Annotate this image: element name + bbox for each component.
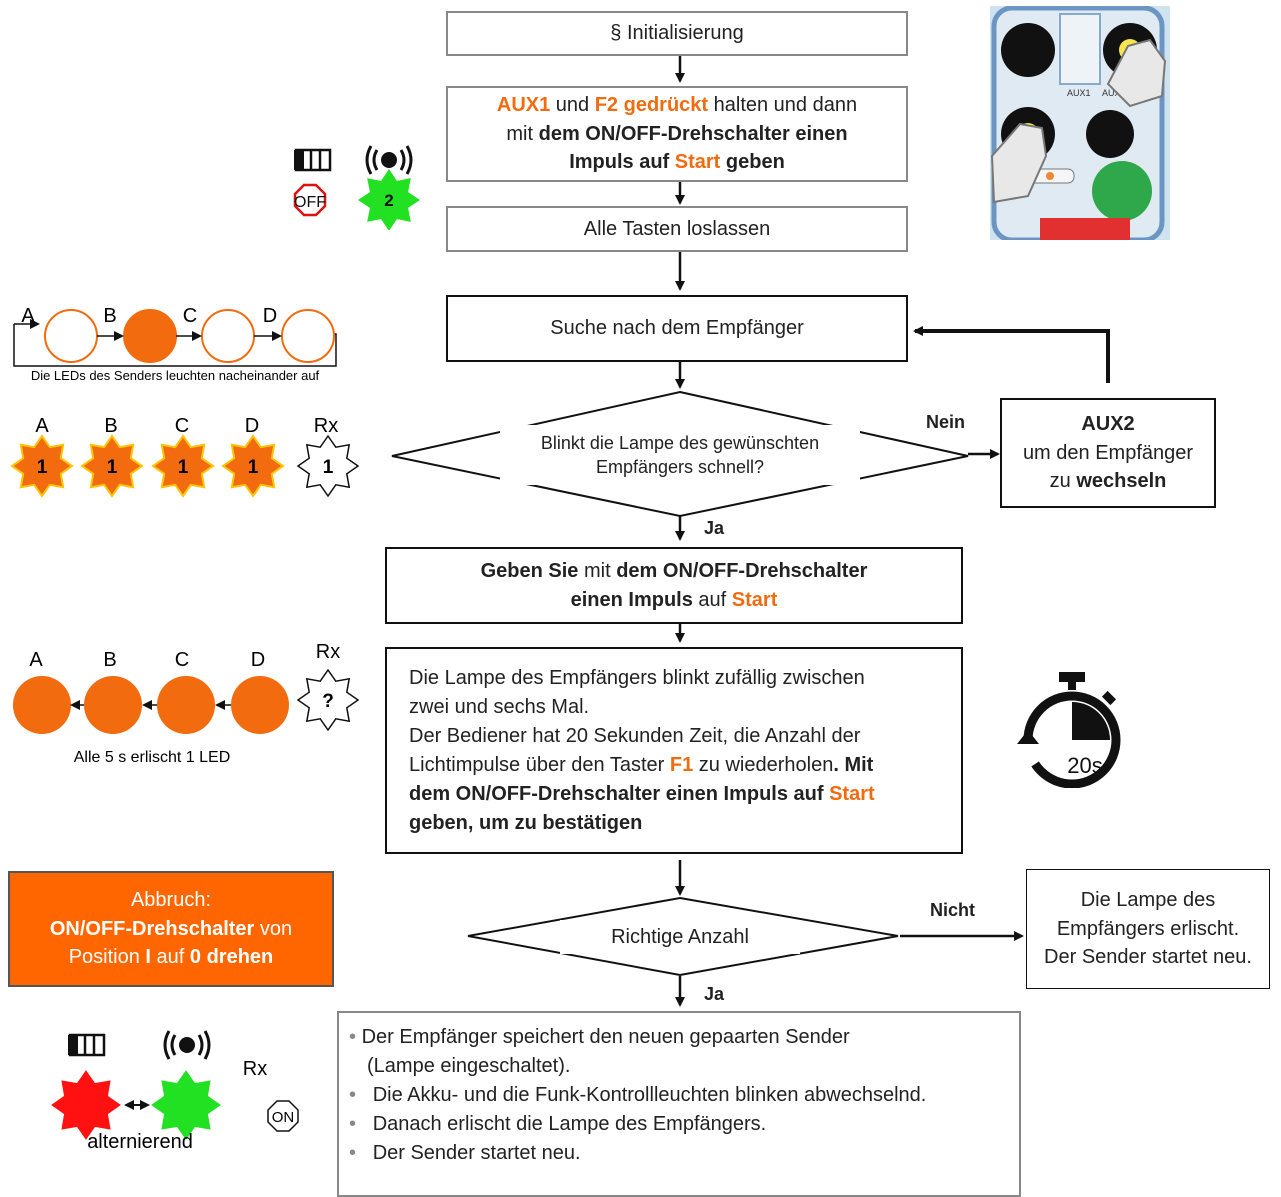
indicator-top: OFF 2 [293, 145, 420, 230]
star-b-icon [80, 434, 144, 498]
led-b [123, 309, 177, 363]
radio-icon-bottom [163, 1030, 211, 1060]
led-a [44, 309, 98, 363]
svg-text:2: 2 [384, 191, 393, 210]
svg-text:1: 1 [107, 457, 118, 478]
svg-text:alternierend: alternierend [87, 1131, 193, 1153]
step-release-label: Alle Tasten loslassen [583, 217, 771, 240]
star-d-icon [221, 434, 285, 498]
transmitter-photo: AUX1 AUX2 [990, 6, 1170, 240]
final-item-1: • Der Empfänger speichert den neuen gepa… [349, 1026, 850, 1048]
final-item-4: • Der Sender startet neu. [349, 1142, 581, 1164]
red-star-icon [51, 1070, 121, 1140]
led-blink-row: A B C D Rx 1 1 1 1 1 [10, 415, 360, 498]
final-item-1-cont: (Lampe eingeschaltet). [367, 1055, 571, 1077]
step-search-receiver: Suche nach dem Empfänger [446, 295, 908, 362]
svg-text:Rx: Rx [314, 415, 338, 437]
svg-text:B: B [104, 415, 117, 437]
green-star-bottom-icon [151, 1070, 221, 1140]
led-c [201, 309, 255, 363]
svg-text:Rx: Rx [243, 1058, 267, 1080]
svg-text:A: A [21, 305, 35, 327]
svg-text:AUX2: AUX2 [1102, 88, 1126, 98]
green-star-icon: 2 [358, 169, 420, 230]
step-hold-buttons: AUX1 und F2 gedrückt halten und dann mit… [446, 86, 908, 182]
edge-label-ja-2: Ja [704, 984, 725, 1004]
step-give-impulse: Geben Sie mit dem ON/OFF-Drehschalter ei… [385, 547, 963, 624]
step-repeat-count: Die Lampe des Empfängers blinkt zufällig… [385, 647, 963, 854]
hand-icon-left [990, 122, 1048, 204]
svg-text:Rx: Rx [316, 641, 340, 663]
final-item-2: • Die Akku- und die Funk-Kontrollleuchte… [349, 1084, 927, 1106]
svg-text:1: 1 [37, 457, 48, 478]
led-count-c [157, 676, 215, 734]
svg-text:D: D [251, 649, 265, 671]
step-initialization-label: § Initialisierung [610, 22, 744, 45]
off-octagon-icon: OFF [293, 183, 327, 217]
led-d [281, 309, 335, 363]
hand-icon-right [1106, 38, 1167, 108]
indicator-bottom: alternierend Rx ON [51, 1030, 299, 1153]
svg-text:1: 1 [323, 457, 334, 478]
svg-text:D: D [263, 305, 277, 327]
step-initialization: § Initialisierung [446, 11, 908, 56]
svg-text:?: ? [322, 691, 334, 712]
step-release-buttons: Alle Tasten loslassen [446, 206, 908, 252]
step-final-result: • Der Empfänger speichert den neuen gepa… [337, 1011, 1021, 1197]
svg-text:B: B [103, 305, 116, 327]
led-count-a [13, 676, 71, 734]
decision-count-text: Richtige Anzahl [560, 920, 800, 954]
final-item-3: • Danach erlischt die Lampe des Empfänge… [349, 1113, 767, 1135]
step-search-label: Suche nach dem Empfänger [550, 317, 804, 340]
star-a-icon [10, 434, 74, 498]
step-aux2-change: AUX2 um den Empfänger zu wechseln [1000, 398, 1216, 508]
led-count-d [231, 676, 289, 734]
on-octagon-icon: ON [267, 1100, 299, 1132]
svg-text:Die LEDs des Senders leuchten: Die LEDs des Senders leuchten nacheinand… [31, 368, 320, 383]
led-sequence: A B C D Die LEDs des Senders leuchten na… [13, 305, 337, 383]
edge-label-nicht: Nicht [930, 900, 975, 920]
svg-text:AUX1: AUX1 [1067, 88, 1091, 98]
stopwatch-icon: 20s [1017, 672, 1121, 788]
svg-text:1: 1 [178, 457, 189, 478]
led-count-b [84, 676, 142, 734]
svg-text:Alle 5 s erlischt 1 LED: Alle 5 s erlischt 1 LED [74, 749, 231, 766]
star-c-icon [151, 434, 215, 498]
battery-icon-bottom [68, 1033, 106, 1057]
svg-text:ON: ON [272, 1109, 295, 1126]
battery-icon [294, 148, 332, 172]
led-count-row: A B C D Rx ? Alle 5 s erlischt 1 LED [13, 641, 360, 766]
svg-text:A: A [29, 649, 43, 671]
svg-text:1: 1 [248, 457, 259, 478]
abort-box: Abbruch: ON/OFF-Drehschalter von Positio… [8, 871, 334, 987]
svg-text:C: C [175, 415, 189, 437]
svg-text:D: D [245, 415, 259, 437]
svg-text:OFF: OFF [294, 194, 326, 211]
edge-label-ja-1: Ja [704, 518, 725, 538]
svg-text:C: C [175, 649, 189, 671]
svg-text:20s: 20s [1067, 753, 1102, 778]
svg-text:A: A [35, 415, 49, 437]
edge-label-nein: Nein [926, 412, 966, 432]
star-rx-question-icon [296, 668, 360, 732]
step-receiver-off-restart: Die Lampe des Empfängers erlischt. Der S… [1026, 869, 1270, 989]
svg-text:B: B [103, 649, 116, 671]
svg-text:C: C [183, 305, 197, 327]
radio-icon [365, 145, 413, 175]
star-rx-icon [296, 434, 360, 498]
